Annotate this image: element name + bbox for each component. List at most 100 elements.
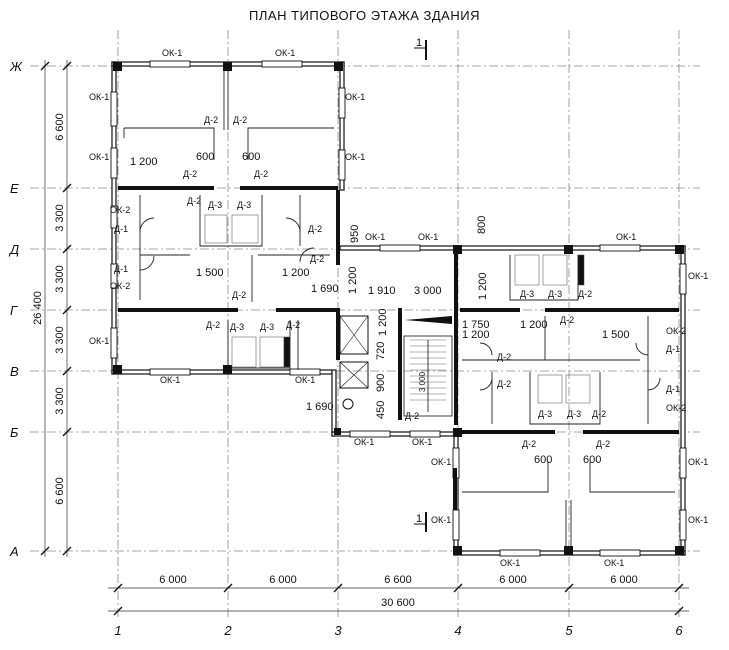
section-mark-label: 1	[416, 513, 422, 525]
dim-span-5-6: 6 000	[610, 574, 638, 586]
window-label: ОК-2	[666, 326, 686, 336]
door-label: Д-1	[114, 264, 128, 274]
door-label: Д-1	[666, 384, 680, 394]
door-label: Д-3	[208, 200, 222, 210]
door-label: Д-2	[310, 254, 324, 264]
inner-dim: 1 500	[602, 329, 630, 341]
axis-label-col: 4	[454, 623, 461, 638]
window-label: ОК-1	[162, 48, 182, 58]
dim-span-e-d: 3 300	[54, 204, 66, 232]
drawing-title: ПЛАН ТИПОВОГО ЭТАЖА ЗДАНИЯ	[249, 8, 480, 23]
element-labels: ОК-1 ОК-1 ОК-1 ОК-1 ОК-1 ОК-1 ОК-2 Д-1 Д…	[89, 48, 708, 568]
dim-span-2-3: 6 000	[269, 574, 297, 586]
inner-dim: 600	[534, 454, 552, 466]
door-label: Д-2	[560, 315, 574, 325]
inner-dim: 600	[583, 454, 601, 466]
dim-total-vertical: 26 400	[32, 291, 44, 325]
door-label: Д-2	[204, 115, 218, 125]
inner-dim: 1 200	[347, 266, 359, 294]
axis-label-row: Ж	[9, 59, 23, 74]
axis-label-col: 6	[675, 623, 683, 638]
inner-dim: 1 690	[306, 401, 334, 413]
section-mark-bottom: 1	[414, 512, 427, 532]
door-label: Д-2	[592, 409, 606, 419]
door-label: Д-3	[538, 409, 552, 419]
window-label: ОК-1	[275, 48, 295, 58]
structural-columns	[113, 62, 684, 555]
inner-dim: 1 500	[196, 267, 224, 279]
window-label: ОК-1	[616, 232, 636, 242]
inner-dim: 600	[196, 151, 214, 163]
inner-dim: 1 750	[462, 319, 490, 331]
dim-span-b-a: 6 600	[54, 477, 66, 505]
section-mark-top: 1	[414, 37, 427, 60]
door-label: Д-2	[497, 379, 511, 389]
door-label: Д-3	[520, 289, 534, 299]
inner-dim: 1 200	[520, 319, 548, 331]
column-axis-labels: 1 2 3 4 5 6	[114, 623, 683, 638]
window-label: ОК-1	[365, 232, 385, 242]
window-label: ОК-1	[345, 152, 365, 162]
axis-label-col: 2	[223, 623, 232, 638]
window-label: ОК-1	[500, 558, 520, 568]
bathroom-fixtures	[204, 214, 591, 404]
door-label: Д-2	[232, 290, 246, 300]
inner-dim: 1 200	[282, 267, 310, 279]
axis-label-col: 5	[565, 623, 573, 638]
window-label: ОК-2	[666, 403, 686, 413]
dim-span-g-v: 3 300	[54, 326, 66, 354]
axis-grid	[30, 30, 700, 618]
windows	[110, 60, 687, 557]
dim-span-zh-e: 6 600	[54, 113, 66, 141]
dim-span-d-g: 3 300	[54, 265, 66, 293]
dim-span-1-2: 6 000	[159, 574, 187, 586]
axis-label-row: Б	[10, 425, 19, 440]
elevator-and-stair-core	[339, 315, 453, 417]
door-label: Д-2	[286, 320, 300, 330]
door-label: Д-1	[666, 344, 680, 354]
door-label: Д-2	[183, 169, 197, 179]
dim-span-v-b: 3 300	[54, 387, 66, 415]
window-label: ОК-1	[354, 437, 374, 447]
axis-label-row: Г	[10, 303, 18, 318]
inner-dim: 600	[242, 151, 260, 163]
window-label: ОК-1	[688, 515, 708, 525]
door-label: Д-3	[237, 200, 251, 210]
inner-dim: 720	[375, 342, 387, 360]
inner-dim: 1 200	[377, 308, 389, 336]
window-label: ОК-2	[110, 205, 130, 215]
door-label: Д-1	[114, 224, 128, 234]
inner-dim: 950	[349, 225, 361, 243]
door-label: Д-2	[233, 115, 247, 125]
window-label: ОК-1	[160, 375, 180, 385]
door-label: Д-2	[308, 224, 322, 234]
inner-dim: 800	[476, 216, 488, 234]
door-label: Д-2	[497, 352, 511, 362]
horizontal-dimensions: 6 000 6 000 6 600 6 000 6 000 30 600	[108, 574, 689, 616]
window-label: ОК-1	[89, 336, 109, 346]
door-label: Д-3	[230, 322, 244, 332]
window-label: ОК-1	[688, 457, 708, 467]
inner-dim: 1 200	[477, 272, 489, 300]
dim-span-3-4: 6 600	[384, 574, 412, 586]
window-label: ОК-1	[418, 232, 438, 242]
door-label: Д-2	[596, 439, 610, 449]
window-label: ОК-1	[688, 271, 708, 281]
axis-label-row: А	[9, 544, 19, 559]
partitions	[123, 66, 675, 551]
door-label: Д-3	[260, 322, 274, 332]
inner-dim: 1 910	[368, 285, 396, 297]
door-swings	[139, 217, 661, 391]
axis-label-col: 3	[334, 623, 342, 638]
window-label: ОК-1	[89, 152, 109, 162]
axis-label-col: 1	[114, 623, 121, 638]
window-label: ОК-1	[431, 515, 451, 525]
axis-label-row: Д	[8, 242, 19, 257]
interior-walls	[118, 186, 679, 510]
vertical-dimensions: 6 600 3 300 3 300 3 300 3 300 6 600 26 4…	[32, 60, 72, 557]
door-label: Д-2	[578, 289, 592, 299]
axis-label-row: В	[10, 364, 19, 379]
window-label: ОК-1	[89, 92, 109, 102]
inner-dim: 1 200	[462, 329, 490, 341]
